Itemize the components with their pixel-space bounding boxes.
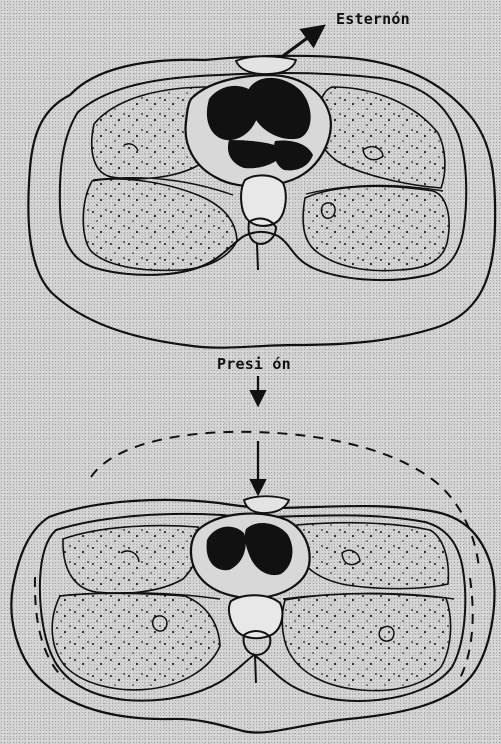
upper-sternum: [236, 56, 296, 74]
upper-left-lung-posterior: [83, 179, 237, 270]
upper-right-lung-posterior: [303, 186, 449, 270]
upper-spinous-process: [257, 244, 258, 270]
lower-thorax-section: [11, 432, 494, 733]
upper-thorax-section: [28, 28, 495, 348]
lower-right-lung-posterior: [282, 594, 450, 691]
lower-sternum: [244, 496, 289, 513]
lower-right-lung-anterior: [296, 523, 448, 589]
lower-left-lung-posterior: [52, 593, 220, 690]
upper-right-lung-anterior: [317, 87, 445, 188]
lower-left-lung-anterior: [63, 526, 200, 594]
lower-spinous-process: [255, 655, 256, 683]
